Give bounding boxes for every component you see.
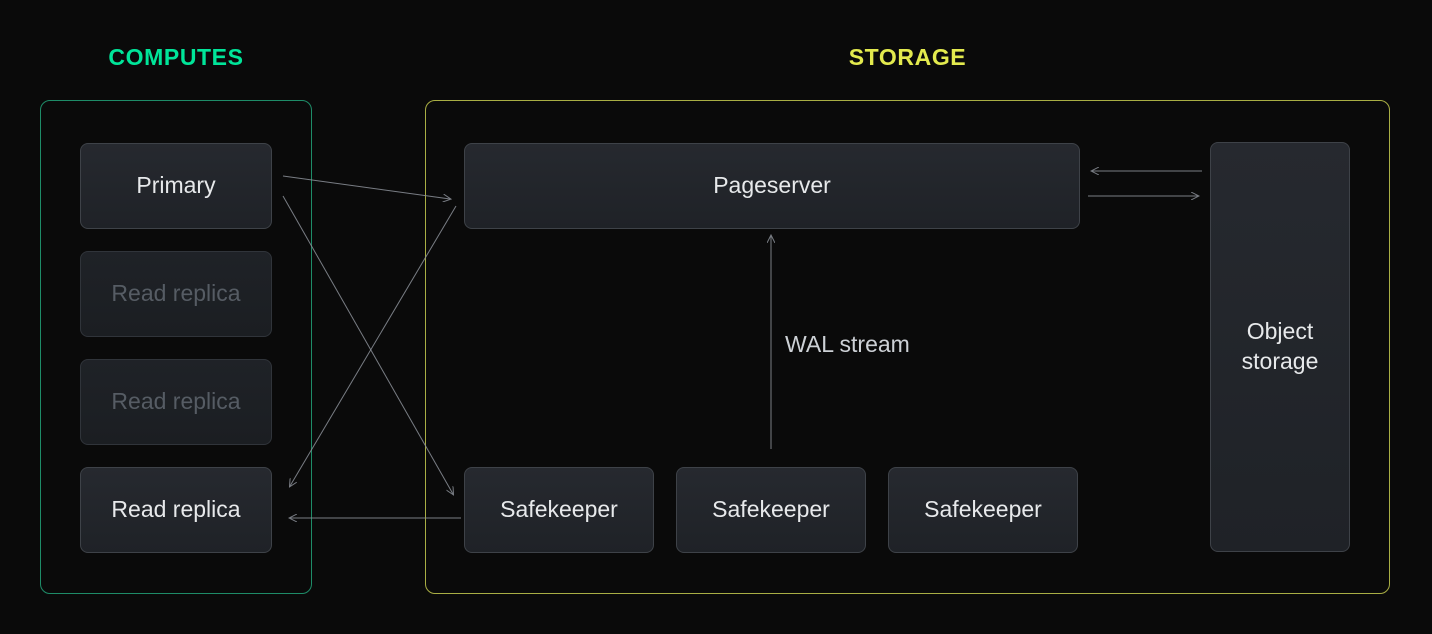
node-read-replica-3: Read replica (80, 467, 272, 553)
node-safekeeper-3: Safekeeper (888, 467, 1078, 553)
computes-section-label: COMPUTES (108, 44, 244, 70)
node-safekeeper-1: Safekeeper (464, 467, 654, 553)
storage-section-label: STORAGE (848, 44, 967, 70)
wal-stream-label: WAL stream (785, 331, 910, 357)
node-object-storage: Object storage (1210, 142, 1350, 552)
node-pageserver: Pageserver (464, 143, 1080, 229)
node-primary: Primary (80, 143, 272, 229)
node-safekeeper-2: Safekeeper (676, 467, 866, 553)
node-read-replica-2: Read replica (80, 359, 272, 445)
node-read-replica-1: Read replica (80, 251, 272, 337)
